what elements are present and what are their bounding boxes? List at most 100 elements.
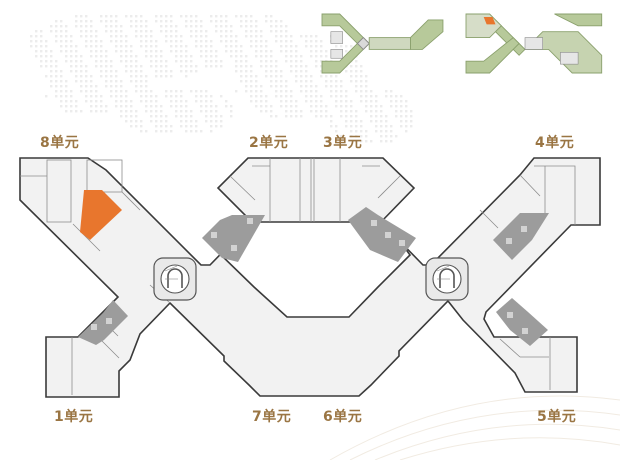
map-dot [250,65,253,68]
map-dot [170,100,173,103]
map-dot [195,45,198,48]
map-dot [220,115,223,118]
map-dot [140,90,143,93]
map-dot [350,105,353,108]
map-dot [275,80,278,83]
map-dot [145,95,148,98]
map-dot [315,55,318,58]
map-dot [55,25,58,28]
map-dot [330,95,333,98]
map-dot [350,120,353,123]
map-dot [125,115,128,118]
unit-label-5: 5单元 [537,409,577,425]
map-dot [35,50,38,53]
map-dot [220,65,223,68]
map-dot [195,20,198,23]
map-dot [360,90,363,93]
map-dot [245,15,248,18]
map-dot [280,20,283,23]
map-dot [320,65,323,68]
map-dot [85,100,88,103]
map-dot [370,140,373,143]
map-dot [250,30,253,33]
map-dot [185,100,188,103]
map-dot [270,110,273,113]
map-dot [360,120,363,123]
map-dot [310,90,313,93]
map-dot [125,55,128,58]
map-dot [250,80,253,83]
map-dot [180,115,183,118]
map-dot [340,110,343,113]
map-dot [65,80,68,83]
map-dot [165,70,168,73]
map-dot [195,130,198,133]
map-dot [260,30,263,33]
map-dot [285,30,288,33]
map-dot [285,60,288,63]
map-dot [165,40,168,43]
map-dot [335,75,338,78]
map-dot [70,35,73,38]
map-dot [285,115,288,118]
map-dot [355,115,358,118]
map-dot [180,125,183,128]
map-dot [350,80,353,83]
map-dot [210,60,213,63]
map-dot [260,65,263,68]
map-dot [220,40,223,43]
map-dot [340,115,343,118]
map-dot [175,100,178,103]
map-dot [340,80,343,83]
map-dot [110,95,113,98]
map-dot [45,95,48,98]
map-dot [100,95,103,98]
map-dot [160,60,163,63]
map-dot [155,105,158,108]
map-dot [40,35,43,38]
map-dot [320,105,323,108]
map-dot [170,50,173,53]
map-dot [120,85,123,88]
map-dot [75,105,78,108]
map-dot [135,90,138,93]
map-dot [70,40,73,43]
map-dot [315,45,318,48]
map-dot [360,80,363,83]
map-dot [375,120,378,123]
map-dot [315,65,318,68]
map-dot [215,115,218,118]
map-dot [365,100,368,103]
map-dot [90,25,93,28]
map-dot [315,115,318,118]
map-dot [255,20,258,23]
map-dot [255,100,258,103]
map-dot [410,110,413,113]
map-dot [235,40,238,43]
map-dot [55,95,58,98]
map-dot [370,100,373,103]
floor-outline [19,157,601,398]
map-dot [335,125,338,128]
map-dot [145,40,148,43]
map-dot [70,90,73,93]
map-dot [155,70,158,73]
map-dot [265,50,268,53]
map-dot [250,15,253,18]
map-dot [205,65,208,68]
map-dot [115,25,118,28]
map-dot [65,110,68,113]
map-dot [380,105,383,108]
map-dot [180,45,183,48]
map-dot [30,35,33,38]
map-dot [90,90,93,93]
map-dot [290,40,293,43]
map-dot [85,25,88,28]
map-dot [85,80,88,83]
map-dot [230,30,233,33]
map-dot [55,90,58,93]
map-dot [220,15,223,18]
map-dot [335,105,338,108]
map-dot [35,30,38,33]
map-dot [125,50,128,53]
